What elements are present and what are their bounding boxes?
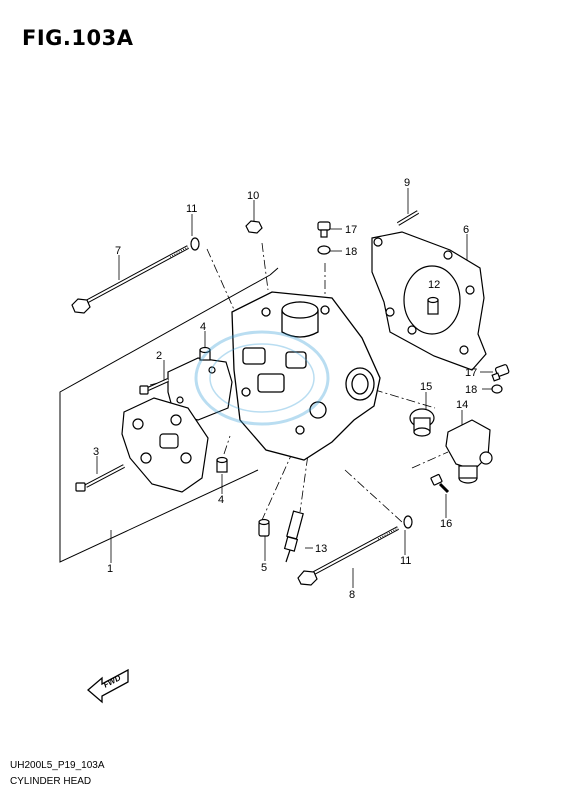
diagram-code: UH200L5_P19_103A [10, 760, 105, 771]
callout-6: 6 [463, 224, 469, 236]
callout-14: 14 [456, 399, 468, 411]
bolt-17-top [317, 221, 331, 238]
callout-1: 1 [107, 563, 113, 575]
side-cover-3 [121, 397, 209, 493]
thermostat-15 [409, 408, 435, 437]
callout-2: 2 [156, 350, 162, 362]
callout-7: 7 [115, 245, 121, 257]
callout-4-bottom: 4 [218, 494, 224, 506]
callout-labels: 1 2 3 4 4 5 6 7 8 9 10 11 11 12 13 14 15… [93, 177, 477, 601]
callout-3: 3 [93, 446, 99, 458]
callout-9: 9 [404, 177, 410, 189]
callout-13: 13 [315, 543, 327, 555]
diagram-name: CYLINDER HEAD [10, 776, 92, 787]
long-bolt-7 [71, 245, 189, 314]
callout-17-top: 17 [345, 224, 357, 236]
washer-18-right [491, 384, 503, 394]
fwd-arrow-icon: FWD [87, 668, 129, 704]
callout-10: 10 [247, 190, 259, 202]
cylinder-head-1 [231, 291, 381, 461]
bolt-16 [430, 473, 450, 494]
callout-18-right: 18 [465, 384, 477, 396]
washer-11-top [190, 237, 200, 251]
bolt-17-right [491, 364, 510, 382]
callout-12: 12 [428, 279, 440, 291]
leader-lines [96, 188, 493, 588]
callout-16: 16 [440, 518, 452, 530]
figure-title: FIG.103A [22, 26, 134, 50]
callout-18-top: 18 [345, 246, 357, 258]
nut-10 [245, 220, 263, 234]
assembly-frame [59, 267, 279, 563]
bolt-3 [75, 464, 125, 492]
long-bolt-8 [297, 526, 399, 586]
pin-5 [258, 518, 270, 537]
stud-bolt-9 [396, 210, 420, 226]
washer-18-top [317, 245, 331, 255]
callout-17-right: 17 [465, 367, 477, 379]
watermark-logo [194, 330, 330, 426]
callout-15: 15 [420, 381, 432, 393]
callout-5: 5 [261, 562, 267, 574]
bolt-2 [139, 378, 169, 395]
spark-plug-13 [283, 510, 304, 563]
callout-4-top: 4 [200, 321, 206, 333]
dowel-pin-4-bottom [216, 456, 228, 473]
thermostat-case-14 [445, 419, 493, 484]
callout-11-top: 11 [186, 203, 197, 215]
callout-11-bottom: 11 [400, 555, 411, 567]
callout-8: 8 [349, 589, 355, 601]
washer-11-bottom [403, 515, 413, 529]
dowel-pin-4-top [199, 346, 211, 361]
dowel-pin-12 [427, 296, 439, 315]
